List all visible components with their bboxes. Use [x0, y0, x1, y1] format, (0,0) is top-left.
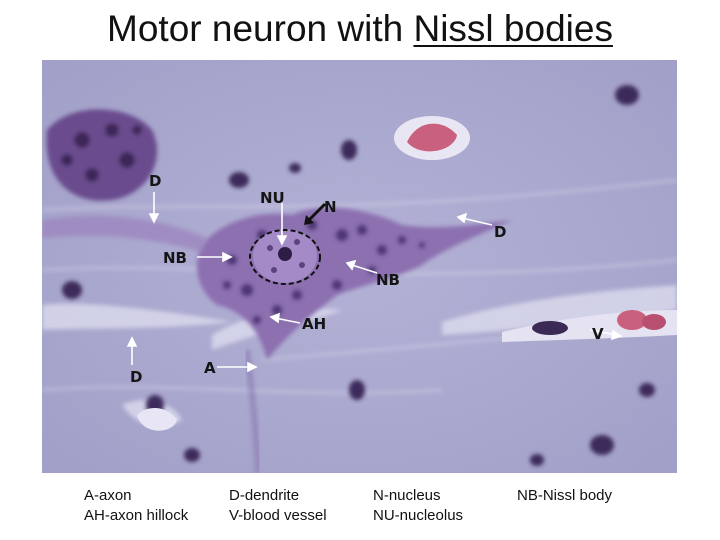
label-nb-right: NB: [376, 271, 400, 289]
label-a: A: [204, 359, 216, 377]
label-arrows: [126, 192, 623, 373]
legend-column-1: A-axon AH-axon hillock: [84, 486, 188, 526]
legend-item: AH-axon hillock: [84, 507, 189, 524]
vessel-right: [502, 310, 677, 342]
legend-item: NU-nucleolus: [373, 507, 464, 524]
motor-neuron: [42, 207, 512, 360]
label-nb-left: NB: [163, 249, 187, 267]
vessel-bottom: [137, 408, 177, 431]
label-ah: AH: [302, 315, 326, 333]
vessel-top: [394, 116, 470, 160]
legend-column-3: N-nucleus NU-nucleolus: [373, 486, 463, 526]
legend-item: A-axon: [84, 487, 132, 504]
label-nu: NU: [260, 189, 285, 207]
legend-item: NB-Nissl body: [517, 487, 613, 504]
nucleus-arrow: [304, 202, 327, 225]
label-v: V: [592, 325, 604, 343]
legend-column-4: NB-Nissl body: [517, 486, 612, 506]
nucleus-circle: [249, 229, 321, 285]
legend-item: N-nucleus: [373, 487, 441, 504]
label-d-bottom-left: D: [130, 368, 142, 386]
title-underlined: Nissl bodies: [413, 8, 613, 49]
title-prefix: Motor neuron with: [107, 8, 414, 49]
label-n: N: [324, 198, 337, 216]
legend-column-2: D-dendrite V-blood vessel: [229, 486, 327, 526]
legend-item: D-dendrite: [229, 487, 300, 504]
micrograph: D NU N D NB NB AH V D A: [42, 60, 677, 473]
label-d-top-left: D: [149, 172, 161, 190]
nucleolus: [278, 247, 292, 261]
slide-title: Motor neuron with Nissl bodies: [0, 8, 720, 50]
cell-cluster: [46, 109, 158, 201]
legend-item: V-blood vessel: [229, 507, 327, 524]
micrograph-image: D NU N D NB NB AH V D A: [42, 60, 677, 473]
label-d-right: D: [494, 223, 506, 241]
